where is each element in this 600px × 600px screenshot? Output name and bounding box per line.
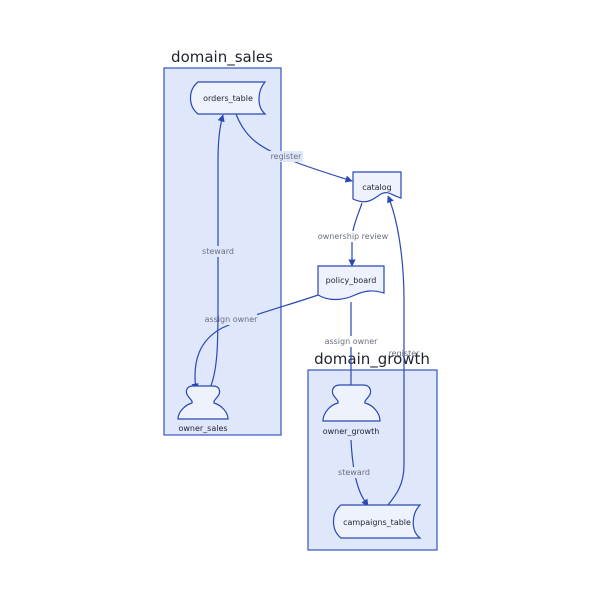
edge-label-bg xyxy=(200,246,236,257)
edge-orders-to-catalog[interactable]: register xyxy=(235,113,353,183)
edge-catalog-to-policy-board[interactable]: ownership review xyxy=(317,202,389,267)
document-shape xyxy=(352,171,402,203)
edge-label-bg xyxy=(205,314,257,325)
edge-policy-board-to-owner-sales[interactable]: assign owner xyxy=(191,294,319,391)
edge-label: assign owner xyxy=(205,315,259,324)
node-label: orders_table xyxy=(203,94,253,103)
edge-owner-growth-to-campaigns[interactable]: steward xyxy=(336,439,372,507)
edge-label-bg xyxy=(317,231,389,242)
edge-label: steward xyxy=(338,468,370,477)
node-label: catalog xyxy=(362,183,392,192)
node-label: owner_growth xyxy=(323,427,380,436)
storage-shape xyxy=(189,81,267,115)
edge-policy-board-to-owner-growth[interactable]: assign owner xyxy=(324,302,379,392)
storage-shape xyxy=(332,504,422,539)
edge-label: register xyxy=(271,152,303,161)
edge-label: register xyxy=(389,349,421,358)
node-orders-table[interactable]: orders_table xyxy=(189,81,267,115)
actor-shape xyxy=(322,384,381,422)
node-policy-board[interactable]: policy_board xyxy=(317,265,385,301)
edge-label: steward xyxy=(202,247,234,256)
edge-label-bg xyxy=(324,336,378,347)
edge-label: ownership review xyxy=(318,232,389,241)
edge-label-bg xyxy=(269,151,303,162)
node-campaigns-table[interactable]: campaigns_table xyxy=(332,504,422,539)
node-label: campaigns_table xyxy=(343,518,411,527)
edge-campaigns-to-catalog[interactable]: register xyxy=(387,195,421,506)
cluster-domain-sales[interactable]: domain_sales xyxy=(163,48,282,436)
node-label: owner_sales xyxy=(178,424,227,433)
node-owner-sales[interactable]: owner_sales xyxy=(177,385,229,433)
actor-shape xyxy=(177,385,229,420)
cluster-title: domain_growth xyxy=(314,350,430,369)
edge-label: assign owner xyxy=(325,337,379,346)
document-shape xyxy=(317,265,385,301)
node-label: policy_board xyxy=(326,276,377,285)
node-catalog[interactable]: catalog xyxy=(352,171,402,203)
edge-owner-sales-to-orders[interactable]: steward xyxy=(200,114,236,389)
edge-label-bg xyxy=(336,467,372,478)
node-owner-growth[interactable]: owner_growth xyxy=(322,384,381,436)
cluster-title: domain_sales xyxy=(171,48,273,67)
